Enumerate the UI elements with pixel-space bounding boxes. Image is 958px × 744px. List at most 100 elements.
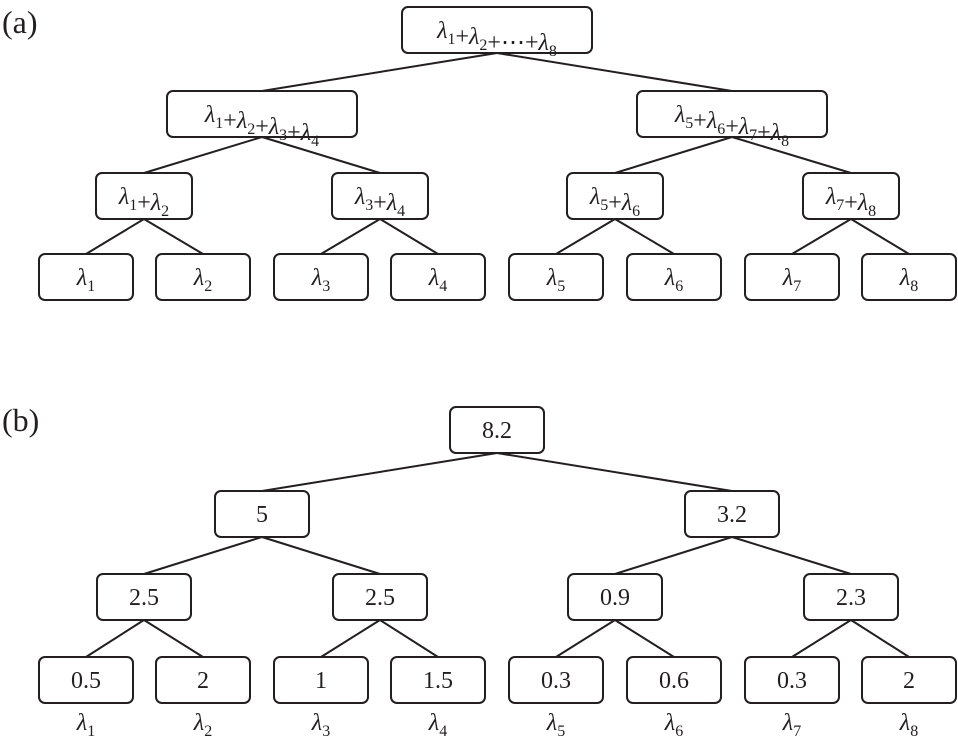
node-box: [636, 90, 828, 138]
node-box: [401, 6, 593, 54]
node-box: [567, 573, 663, 621]
lambda-symbol: λ: [354, 184, 365, 210]
panel-a-edge: [379, 218, 439, 255]
panel-a-node-a-rr: λ7+λ8: [802, 172, 900, 220]
lambda-subscript: 7: [749, 127, 757, 144]
lambda-subscript: 6: [675, 278, 683, 295]
lambda-subscript: 1: [129, 197, 137, 214]
node-label: λ2: [193, 265, 212, 295]
panel-a-node-a-leaf6: λ6: [626, 253, 722, 301]
panel-b-node-b-lr: 2.5: [332, 573, 428, 621]
lambda-subscript: 5: [557, 278, 565, 295]
panel-a-edge: [261, 52, 498, 92]
lambda-subscript: 4: [397, 203, 405, 220]
lambda-symbol: λ: [150, 190, 161, 216]
node-label: λ3+λ4: [354, 184, 405, 220]
node-label: 2: [903, 668, 915, 694]
node-label: λ1+λ2+⋯+λ8: [436, 18, 557, 60]
plus-sign: +: [373, 190, 387, 216]
lambda-symbol: λ: [825, 184, 836, 210]
node-label: 0.3: [777, 668, 807, 694]
lambda-subscript: 2: [247, 121, 255, 138]
lambda-subscript: 1: [215, 115, 223, 132]
node-box: [95, 172, 193, 220]
node-label: 8.2: [482, 418, 512, 444]
panel-b-edge: [614, 536, 733, 575]
panel-b-node-b-rl: 0.9: [567, 573, 663, 621]
node-label: λ5+λ6: [589, 184, 640, 220]
node-box: [390, 656, 486, 704]
panel-b-node-b-rr: 2.3: [803, 573, 899, 621]
node-label: λ1+λ2: [118, 184, 169, 220]
node-label: λ1: [76, 265, 95, 295]
node-box: [155, 253, 251, 301]
node-label: λ7: [782, 265, 801, 295]
lambda-subscript: 2: [161, 203, 169, 220]
node-label: 1: [315, 668, 327, 694]
panel-a-node-a-leaf5: λ5: [508, 253, 604, 301]
lambda-symbol: λ: [538, 30, 549, 56]
lambda-symbol: λ: [782, 265, 793, 291]
node-label: 0.9: [600, 585, 630, 611]
node-box: [273, 656, 369, 704]
panel-b-edge: [614, 619, 675, 658]
lambda-symbol: λ: [770, 120, 781, 146]
node-label: λ3: [311, 265, 330, 295]
lambda-subscript: 3: [279, 127, 287, 144]
plus-sign: +: [693, 108, 707, 134]
node-box: [802, 172, 900, 220]
panel-b-node-b-leaf5: 0.3: [508, 656, 604, 704]
panel-b-node-b-ll: 2.5: [96, 573, 192, 621]
node-box: [803, 573, 899, 621]
node-box: [273, 253, 369, 301]
node-label: 0.5: [71, 668, 101, 694]
panel-b-edge: [261, 452, 498, 492]
lambda-subscript: 3: [322, 278, 330, 295]
panel-a-node-a-lr: λ3+λ4: [331, 172, 429, 220]
node-label: λ5: [546, 265, 565, 295]
panel-b-edge: [379, 619, 439, 658]
node-label: 3.2: [717, 502, 747, 528]
panel-a-edge: [85, 218, 145, 255]
panel-a-node-a-rl: λ5+λ6: [566, 172, 664, 220]
leaf-lambda-label-3: λ3: [311, 710, 330, 740]
node-box: [332, 573, 428, 621]
lambda-symbol: λ: [899, 265, 910, 291]
node-label: λ4: [428, 265, 447, 295]
node-box: [508, 253, 604, 301]
node-label: 1.5: [423, 668, 453, 694]
node-box: [214, 490, 310, 538]
leaf-lambda-label-4: λ4: [428, 710, 447, 740]
lambda-symbol: λ: [857, 190, 868, 216]
node-box: [155, 656, 251, 704]
node-box: [684, 490, 780, 538]
plus-sign: +: [725, 114, 739, 140]
panel-b-edge: [555, 619, 616, 658]
plus-sign: +: [844, 190, 858, 216]
lambda-subscript: 4: [439, 278, 447, 295]
node-box: [566, 172, 664, 220]
plus-sign: +: [287, 120, 301, 146]
lambda-subscript: 6: [632, 203, 640, 220]
lambda-symbol: λ: [118, 184, 129, 210]
plus-sign: +: [455, 24, 469, 50]
panel-a-node-a-leaf8: λ8: [861, 253, 957, 301]
lambda-symbol: λ: [300, 120, 311, 146]
panel-a-node-a-ll: λ1+λ2: [95, 172, 193, 220]
plus-sign: +: [137, 190, 151, 216]
lambda-symbol: λ: [674, 102, 685, 128]
lambda-symbol: λ: [589, 184, 600, 210]
node-label: 2.5: [365, 585, 395, 611]
lambda-subscript: 7: [793, 278, 801, 295]
panel-a-node-a-l: λ1+λ2+λ3+λ4: [166, 90, 358, 150]
node-box: [449, 406, 545, 454]
panel-b-edge: [261, 536, 381, 575]
node-label: 0.3: [541, 668, 571, 694]
panel-b-node-b-root: 8.2: [449, 406, 545, 454]
panel-a-edge: [614, 136, 733, 174]
node-label: λ7+λ8: [825, 184, 876, 220]
lambda-symbol: λ: [428, 265, 439, 291]
panel-b-node-b-l: 5: [214, 490, 310, 538]
panel-b-node-b-leaf3: 1: [273, 656, 369, 704]
